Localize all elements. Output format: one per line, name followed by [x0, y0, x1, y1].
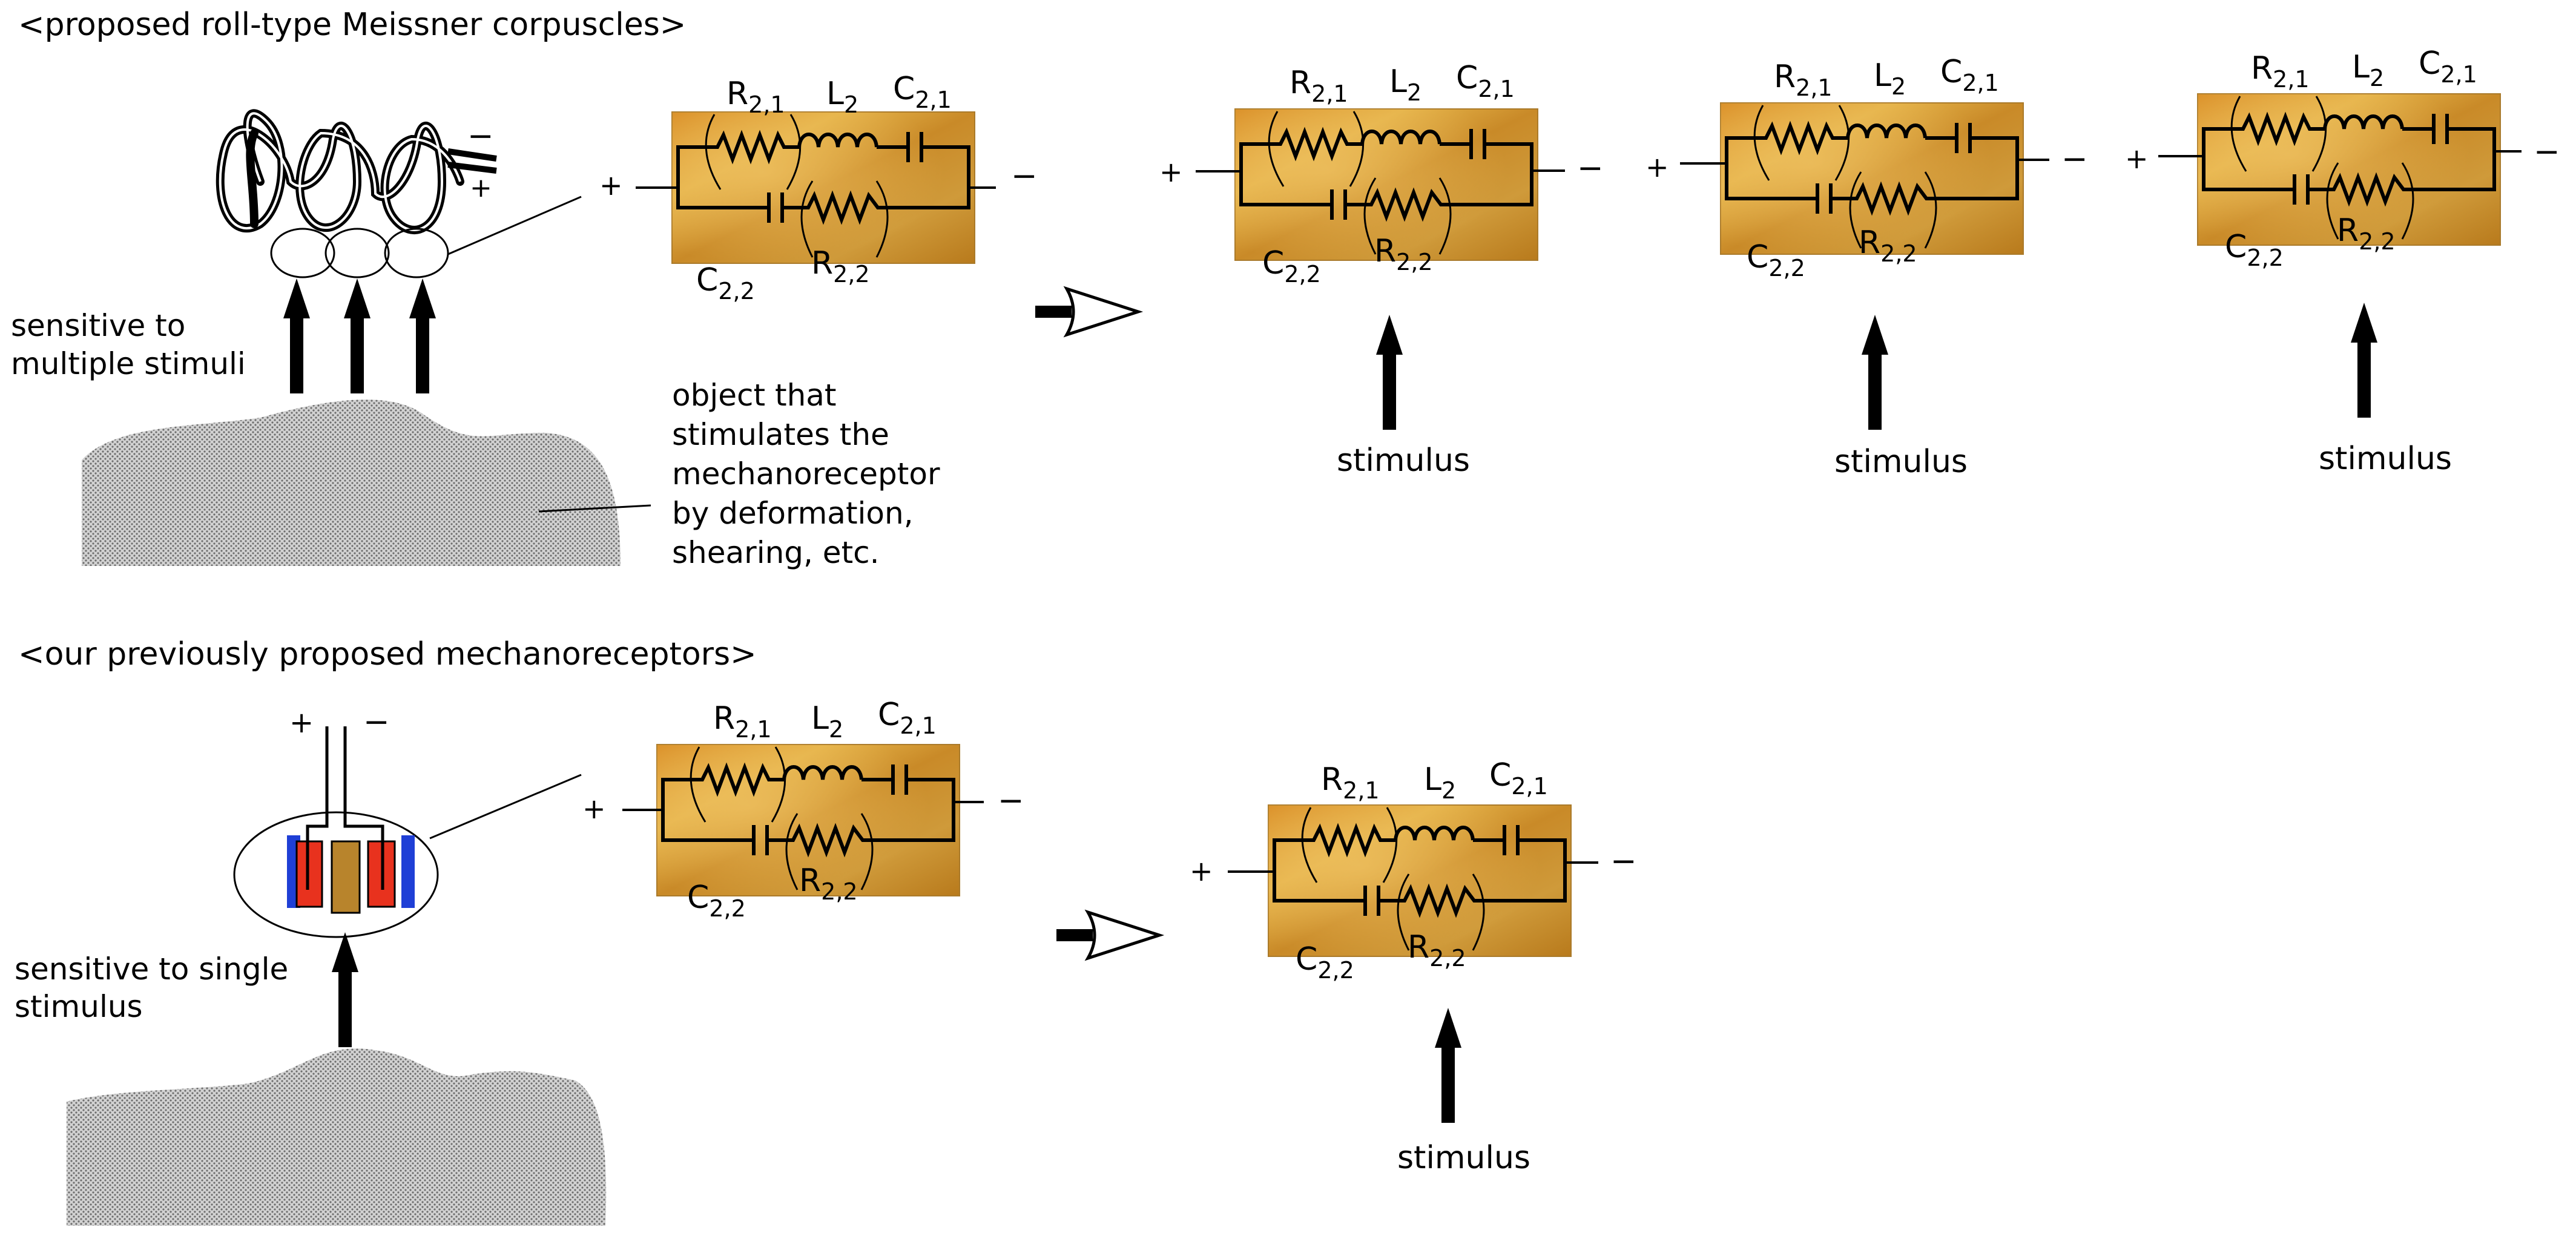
label-c22: C2,2 — [1296, 941, 1354, 984]
label-r21: R2,1 — [1774, 59, 1833, 101]
label-l2: L2 — [811, 700, 843, 743]
roll-type-coil-illustration — [216, 109, 497, 278]
terminal-minus: − — [1011, 158, 1038, 194]
label-c22: C2,2 — [1262, 245, 1321, 288]
label-c22: C2,2 — [1747, 239, 1805, 281]
stimulus-label: stimulus — [1337, 442, 1470, 479]
transition-arrow-bottom — [1056, 912, 1159, 958]
label-r22: R2,2 — [1408, 929, 1466, 972]
stimulus-arrow-multiple-1 — [283, 278, 310, 393]
label-r21: R2,1 — [713, 700, 772, 743]
label-c21: C2,1 — [1456, 60, 1515, 102]
label-r21: R2,1 — [1321, 761, 1380, 804]
terminal-plus: + — [1645, 151, 1669, 183]
zoom-line-top — [447, 196, 582, 255]
label-r22: R2,2 — [1374, 233, 1433, 275]
multiple-stimuli-label: sensitive to multiple stimuli — [11, 308, 246, 381]
coil-plus-sign: + — [470, 173, 492, 203]
object-description: object that stimulates the mechanorecept… — [672, 378, 949, 570]
label-r21: R2,1 — [726, 76, 785, 118]
terminal-plus: + — [582, 792, 606, 825]
stimulating-object-bottom — [67, 1048, 607, 1226]
coil-minus-sign: − — [467, 118, 494, 154]
object-pointer-line — [538, 504, 651, 513]
stimulus-label: stimulus — [1397, 1140, 1530, 1176]
label-l2: L2 — [826, 76, 858, 118]
receptor-plus-sign: + — [289, 706, 314, 740]
terminal-plus: + — [599, 169, 623, 202]
terminal-plus: + — [1159, 156, 1183, 188]
receptor-minus-sign: − — [363, 704, 390, 740]
zoom-line-bottom — [429, 774, 582, 840]
label-l2: L2 — [1424, 761, 1456, 804]
label-r22: R2,2 — [2337, 212, 2396, 255]
terminal-plus: + — [1190, 855, 1213, 887]
stimulus-label: stimulus — [2319, 441, 2452, 477]
label-c21: C2,1 — [878, 697, 937, 739]
previous-mechanoreceptor — [233, 726, 439, 938]
single-stimulus-label: sensitive to single stimulus — [15, 952, 298, 1024]
label-r22: R2,2 — [811, 245, 870, 288]
label-r21: R2,1 — [1290, 65, 1348, 107]
section-title-bottom: <our previously proposed mechanoreceptor… — [18, 636, 757, 672]
stimulus-arrow — [2351, 303, 2377, 418]
stimulus-arrow — [1862, 315, 1888, 430]
terminal-minus: − — [998, 783, 1024, 819]
stimulus-arrow-multiple-2 — [344, 278, 371, 393]
terminal-minus: − — [2061, 141, 2088, 177]
label-l2: L2 — [1874, 58, 1906, 100]
label-c22: C2,2 — [2225, 229, 2284, 271]
section-title-top: <proposed roll-type Meissner corpuscles> — [18, 7, 686, 43]
label-r21: R2,1 — [2251, 50, 2310, 93]
stimulating-object-top — [82, 399, 621, 566]
label-c21: C2,1 — [1489, 757, 1548, 800]
terminal-minus: − — [2534, 134, 2560, 170]
stimulus-arrow — [1376, 315, 1403, 430]
stimulus-arrow-single — [332, 932, 358, 1047]
label-r22: R2,2 — [799, 863, 858, 905]
label-l2: L2 — [1389, 64, 1421, 106]
terminal-minus: − — [1610, 843, 1637, 880]
terminal-plus: + — [2125, 142, 2149, 175]
label-c21: C2,1 — [2419, 45, 2477, 88]
label-c22: C2,2 — [687, 880, 746, 922]
stimulus-label: stimulus — [1834, 444, 1968, 480]
label-c22: C2,2 — [696, 262, 755, 304]
label-l2: L2 — [2352, 49, 2384, 91]
label-c21: C2,1 — [1940, 54, 1999, 96]
transition-arrow-top — [1035, 289, 1138, 335]
label-c21: C2,1 — [893, 71, 952, 113]
circuit-module-top-source — [672, 112, 975, 263]
stimulus-arrow-multiple-3 — [409, 278, 436, 393]
terminal-minus: − — [1577, 150, 1604, 186]
stimulus-arrow — [1435, 1008, 1461, 1123]
label-r22: R2,2 — [1859, 225, 1917, 267]
